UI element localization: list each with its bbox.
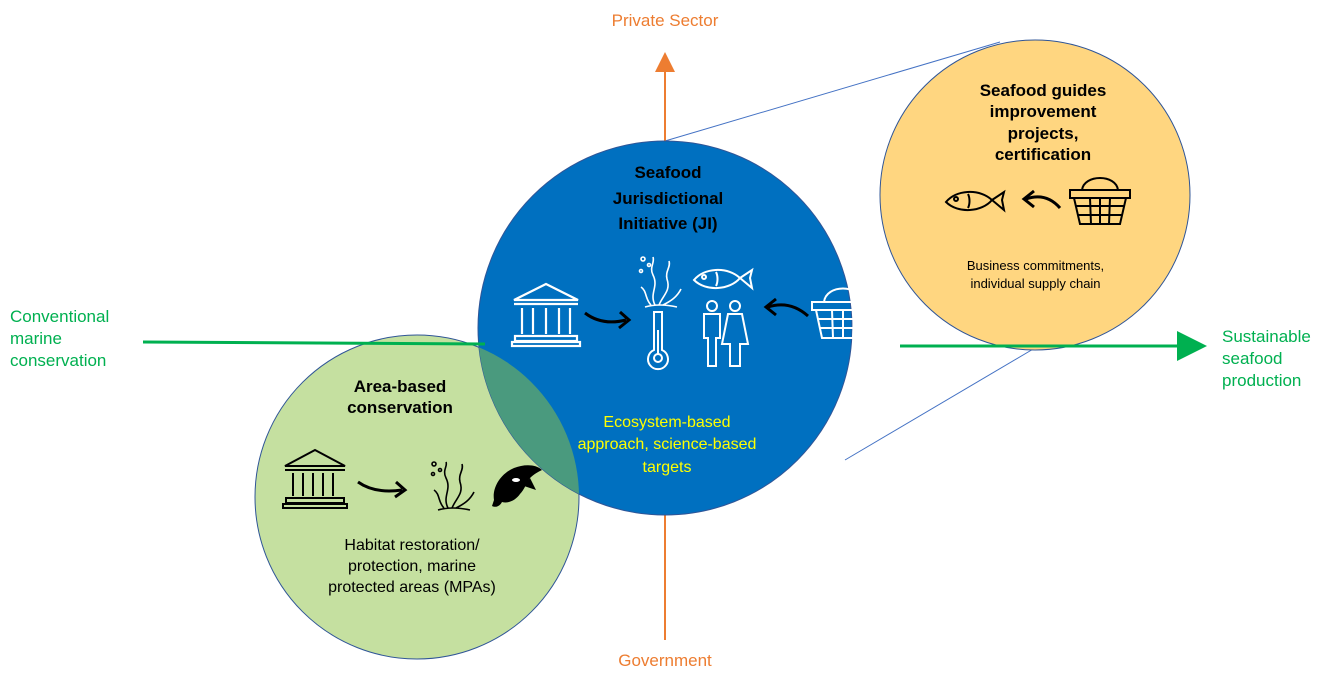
arrow-right-icon	[357, 480, 408, 499]
axis-left-label: Conventional marine conservation	[10, 307, 110, 371]
axis-right-label: Sustainable seafood production	[1222, 327, 1311, 391]
government-building-icon	[282, 448, 348, 509]
area-based-title: Area-based conservation	[347, 377, 453, 418]
orca-icon	[492, 465, 542, 507]
arrow-left-icon	[1021, 189, 1062, 210]
seafood-guides-circle	[879, 39, 1191, 351]
seaweed-icon	[638, 256, 682, 308]
horizontal-axis-left	[142, 340, 486, 346]
axis-bottom-label: Government	[618, 651, 712, 670]
seafood-guides-title: Seafood guides improvement projects, cer…	[979, 81, 1107, 164]
arrow-right-icon	[584, 310, 632, 330]
area-based-circle	[254, 334, 580, 660]
jurisdictional-description: Ecosystem-based approach, science-based …	[577, 414, 757, 476]
shopping-basket-icon	[811, 287, 875, 339]
arrow-left-icon	[763, 297, 809, 318]
axis-top-label: Private Sector	[611, 11, 719, 30]
seaweed-icon	[430, 461, 475, 511]
fish-icon	[692, 267, 754, 291]
thermometer-icon	[647, 311, 669, 371]
shopping-basket-icon	[1069, 177, 1131, 225]
fish-icon	[944, 189, 1006, 213]
zoom-line-bottom	[844, 344, 1041, 461]
people-icon	[703, 300, 750, 367]
zoom-line-top	[664, 41, 1001, 142]
government-building-icon	[510, 282, 582, 348]
area-based-description: Habitat restoration/ protection, marine …	[328, 537, 496, 596]
jurisdictional-title: Seafood Jurisdictional Initiative (JI)	[612, 163, 724, 233]
seafood-guides-description: Business commitments, individual supply …	[966, 258, 1105, 291]
